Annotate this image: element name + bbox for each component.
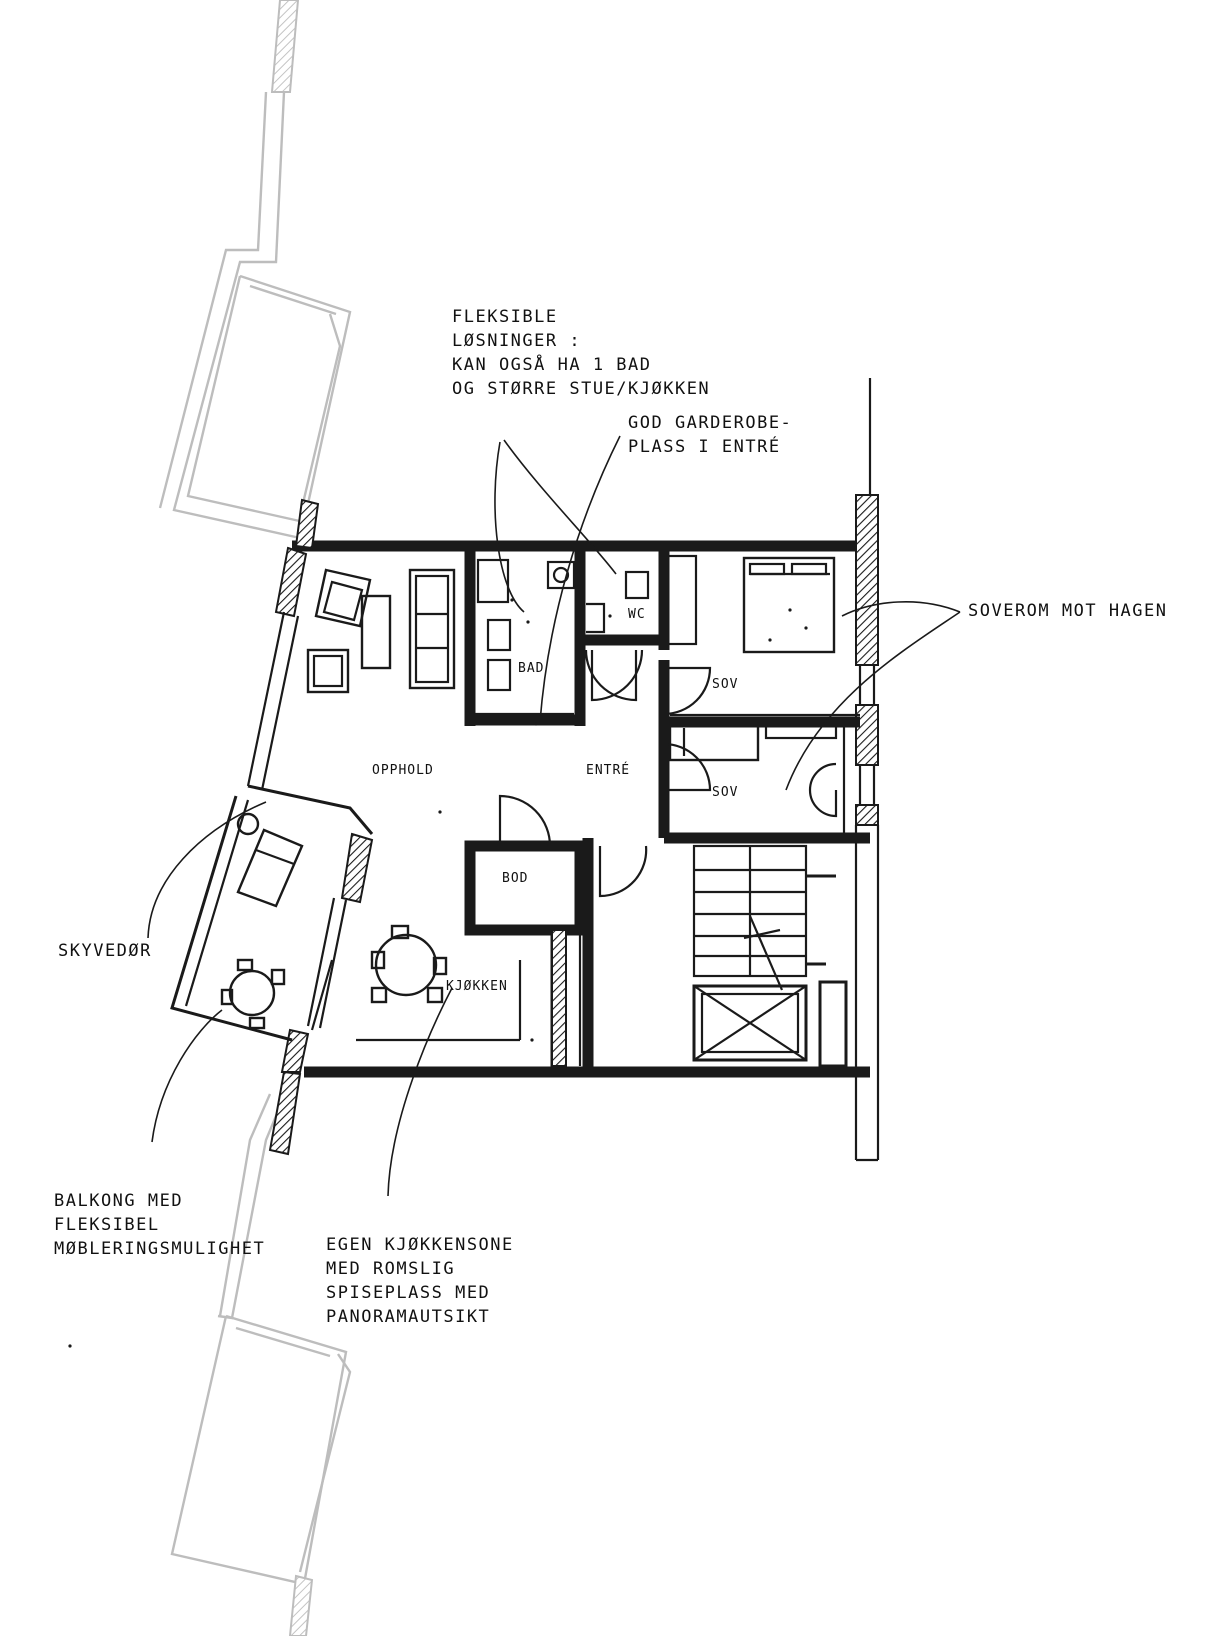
room-label-wc: WC bbox=[628, 607, 646, 622]
note-flexible-line-3: KAN OGSÅ HA 1 BAD bbox=[452, 353, 652, 375]
room-label-kjokken: KJØKKEN bbox=[446, 979, 508, 994]
annotation-flexible-solutions: FLEKSIBLE LØSNINGER : KAN OGSÅ HA 1 BAD … bbox=[452, 307, 710, 399]
note-bedrooms-line-1: SOVEROM MOT HAGEN bbox=[968, 601, 1168, 621]
neighbour-balcony-lower bbox=[170, 1091, 352, 1636]
note-kitchen-line-3: SPISEPLASS MED bbox=[326, 1283, 490, 1303]
sketch-dots bbox=[68, 598, 808, 1348]
note-flexible-line-1: FLEKSIBLE bbox=[452, 307, 558, 327]
note-kitchen-line-4: PANORAMAUTSIKT bbox=[326, 1307, 490, 1327]
note-sliding-door: SKYVEDØR bbox=[58, 941, 152, 961]
annotation-kitchen-zone: EGEN KJØKKENSONE MED ROMSLIG SPISEPLASS … bbox=[326, 1235, 514, 1327]
stair-core bbox=[692, 844, 848, 1068]
annotation-bedrooms: SOVEROM MOT HAGEN bbox=[968, 601, 1168, 621]
room-label-bod: BOD bbox=[502, 871, 528, 886]
exterior-walls bbox=[246, 378, 880, 1162]
room-label-entre: ENTRÉ bbox=[586, 762, 630, 778]
note-balcony-line-2: FLEKSIBEL bbox=[54, 1215, 160, 1235]
note-flexible-line-2: LØSNINGER : bbox=[452, 331, 581, 351]
furniture bbox=[306, 554, 838, 1004]
annotation-wardrobe: GOD GARDEROBE- PLASS I ENTRÉ bbox=[628, 413, 792, 457]
annotation-sliding-door: SKYVEDØR bbox=[58, 941, 152, 961]
note-kitchen-line-1: EGEN KJØKKENSONE bbox=[326, 1235, 514, 1255]
room-label-sov-1: SOV bbox=[712, 677, 738, 692]
room-labels: WC BAD SOV SOV OPPHOLD ENTRÉ BOD KJØKKEN bbox=[372, 607, 738, 994]
doors bbox=[498, 649, 838, 898]
note-flexible-line-4: OG STØRRE STUE/KJØKKEN bbox=[452, 379, 710, 399]
note-wardrobe-line-2: PLASS I ENTRÉ bbox=[628, 435, 781, 457]
annotation-balcony: BALKONG MED FLEKSIBEL MØBLERINGSMULIGHET bbox=[54, 1191, 265, 1259]
interior-walls bbox=[356, 546, 870, 1072]
note-balcony-line-1: BALKONG MED bbox=[54, 1191, 183, 1211]
leader-lines bbox=[147, 435, 961, 1197]
room-label-bad: BAD bbox=[518, 661, 544, 676]
room-label-opphold: OPPHOLD bbox=[372, 763, 434, 778]
neighbour-balcony-upper bbox=[158, 0, 352, 540]
note-wardrobe-line-1: GOD GARDEROBE- bbox=[628, 413, 792, 433]
note-balcony-line-3: MØBLERINGSMULIGHET bbox=[54, 1239, 265, 1259]
note-kitchen-line-2: MED ROMSLIG bbox=[326, 1259, 455, 1279]
room-label-sov-2: SOV bbox=[712, 785, 738, 800]
balcony bbox=[170, 795, 374, 1042]
